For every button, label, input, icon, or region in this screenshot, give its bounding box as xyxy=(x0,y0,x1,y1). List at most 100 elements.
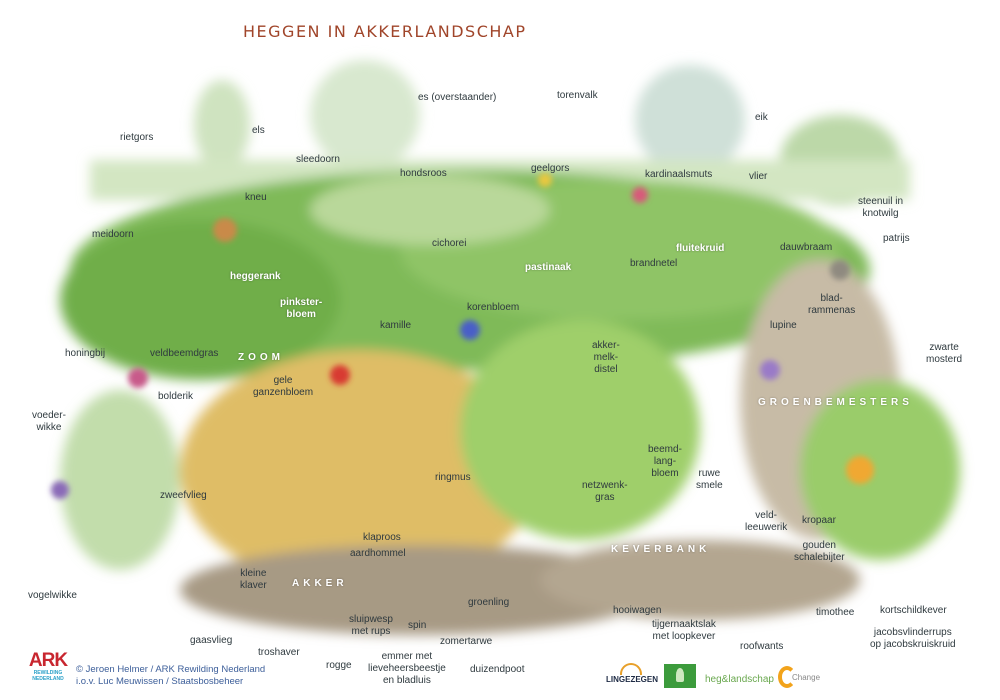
label-cichorei: cichorei xyxy=(432,238,466,250)
label-veldbeemdgras: veldbeemdgras xyxy=(150,348,218,360)
label-line: gras xyxy=(595,492,615,503)
label-klaproos: klaproos xyxy=(363,532,401,544)
tree-es xyxy=(310,60,420,170)
label-heggerank: heggerank xyxy=(230,271,281,283)
label-line: ganzenbloem xyxy=(253,387,314,398)
tree-els xyxy=(194,80,250,170)
label-lupine: lupine xyxy=(770,320,797,332)
label-keverbank: KEVERBANK xyxy=(611,544,710,556)
label-aardhommel: aardhommel xyxy=(350,548,406,560)
label-line: hooiwagen xyxy=(613,605,662,616)
label-pastinaak: pastinaak xyxy=(525,262,571,274)
label-zomertarwe: zomertarwe xyxy=(440,636,492,648)
label-kneu: kneu xyxy=(245,192,267,204)
label-line: duizendpoot xyxy=(470,664,525,675)
label-line: spin xyxy=(408,620,427,631)
label-line: kropaar xyxy=(802,515,836,526)
label-voederwikke: voeder-wikke xyxy=(32,410,66,434)
label-vlier: vlier xyxy=(749,171,767,183)
kneu-bird xyxy=(213,218,237,242)
label-line: met loopkever xyxy=(652,631,716,642)
label-meidoorn: meidoorn xyxy=(92,229,134,241)
label-line: rammenas xyxy=(808,305,856,316)
label-line: veldbeemdgras xyxy=(150,348,219,359)
label-line: brandnetel xyxy=(630,258,678,269)
label-kropaar: kropaar xyxy=(802,515,836,527)
soil-right xyxy=(540,540,860,620)
label-groenling: groenling xyxy=(468,597,509,609)
label-geelgors: geelgors xyxy=(531,163,569,175)
label-line: gele xyxy=(273,375,293,386)
label-duizendpoot: duizendpoot xyxy=(470,664,525,676)
ark-logo-text: ARK xyxy=(28,650,68,671)
label-spin: spin xyxy=(408,620,426,632)
label-els: els xyxy=(252,125,265,137)
label-line: AKKER xyxy=(292,578,348,589)
label-rogge: rogge xyxy=(326,660,352,672)
credits-line-1: © Jeroen Helmer / ARK Rewilding Nederlan… xyxy=(76,664,266,675)
label-line: ruwe xyxy=(698,468,721,479)
label-kamille: kamille xyxy=(380,320,411,332)
label-line: kneu xyxy=(245,192,267,203)
label-line: pastinaak xyxy=(525,262,572,273)
label-line: mosterd xyxy=(926,354,963,365)
tree-icon xyxy=(676,668,684,682)
change-logo-text: Change xyxy=(792,673,821,682)
grain-field xyxy=(180,350,540,590)
label-line: troshaver xyxy=(258,647,300,658)
label-troshaver: troshaver xyxy=(258,647,300,659)
ark-logo: ARK REWILDING NEDERLAND xyxy=(28,650,68,682)
label-zweefvlieg: zweefvlieg xyxy=(160,490,207,502)
label-line: honingbij xyxy=(65,348,106,359)
label-line: pinkster- xyxy=(280,297,323,308)
credits-line-2: i.o.v. Luc Meuwissen / Staatsbosbeheer xyxy=(76,676,244,687)
label-line: sleedoorn xyxy=(296,154,340,165)
label-line: KEVERBANK xyxy=(611,544,711,555)
label-line: cichorei xyxy=(432,238,467,249)
label-line: heggerank xyxy=(230,271,281,282)
label-groenbemesters: GROENBEMESTERS xyxy=(758,397,913,409)
label-kardinaalsmuts: kardinaalsmuts xyxy=(645,169,712,181)
label-line: timothee xyxy=(816,607,855,618)
label-timothee: timothee xyxy=(816,607,854,619)
label-line: lupine xyxy=(770,320,797,331)
label-fluitekruid: fluitekruid xyxy=(676,243,724,255)
label-line: lieveheersbeestje xyxy=(368,663,446,674)
label-roofwants: roofwants xyxy=(740,641,783,653)
label-line: hondsroos xyxy=(400,168,447,179)
label-hooiwagen: hooiwagen xyxy=(613,605,661,617)
label-line: kortschildkever xyxy=(880,605,947,616)
green-manure-field xyxy=(800,380,960,560)
label-line: ringmus xyxy=(435,472,471,483)
ark-logo-sub1: REWILDING xyxy=(33,670,63,676)
label-dauwbraam: dauwbraam xyxy=(780,242,832,254)
label-line: els xyxy=(252,125,265,136)
label-line: steenuil in xyxy=(858,196,904,207)
heg-landschap-logo: heg&landschap xyxy=(705,674,774,685)
label-line: melk- xyxy=(593,352,619,363)
label-line: aardhommel xyxy=(350,548,406,559)
label-bolderik: bolderik xyxy=(158,391,193,403)
label-line: gouden xyxy=(802,540,836,551)
label-gaasvlieg: gaasvlieg xyxy=(190,635,232,647)
label-line: netzwenk- xyxy=(582,480,628,491)
label-line: meidoorn xyxy=(92,229,134,240)
label-akker: AKKER xyxy=(292,578,348,590)
geelgors-bird xyxy=(538,173,552,187)
label-line: fluitekruid xyxy=(676,243,725,254)
label-line: gaasvlieg xyxy=(190,635,233,646)
label-line: korenbloem xyxy=(467,302,520,313)
label-line: kardinaalsmuts xyxy=(645,169,713,180)
bolderik-flower xyxy=(128,368,148,388)
label-line: dauwbraam xyxy=(780,242,833,253)
label-line: es (overstaander) xyxy=(418,92,497,103)
lingezegen-logo-text: LINGEZEGEN xyxy=(606,675,659,684)
label-line: vlier xyxy=(749,171,768,182)
